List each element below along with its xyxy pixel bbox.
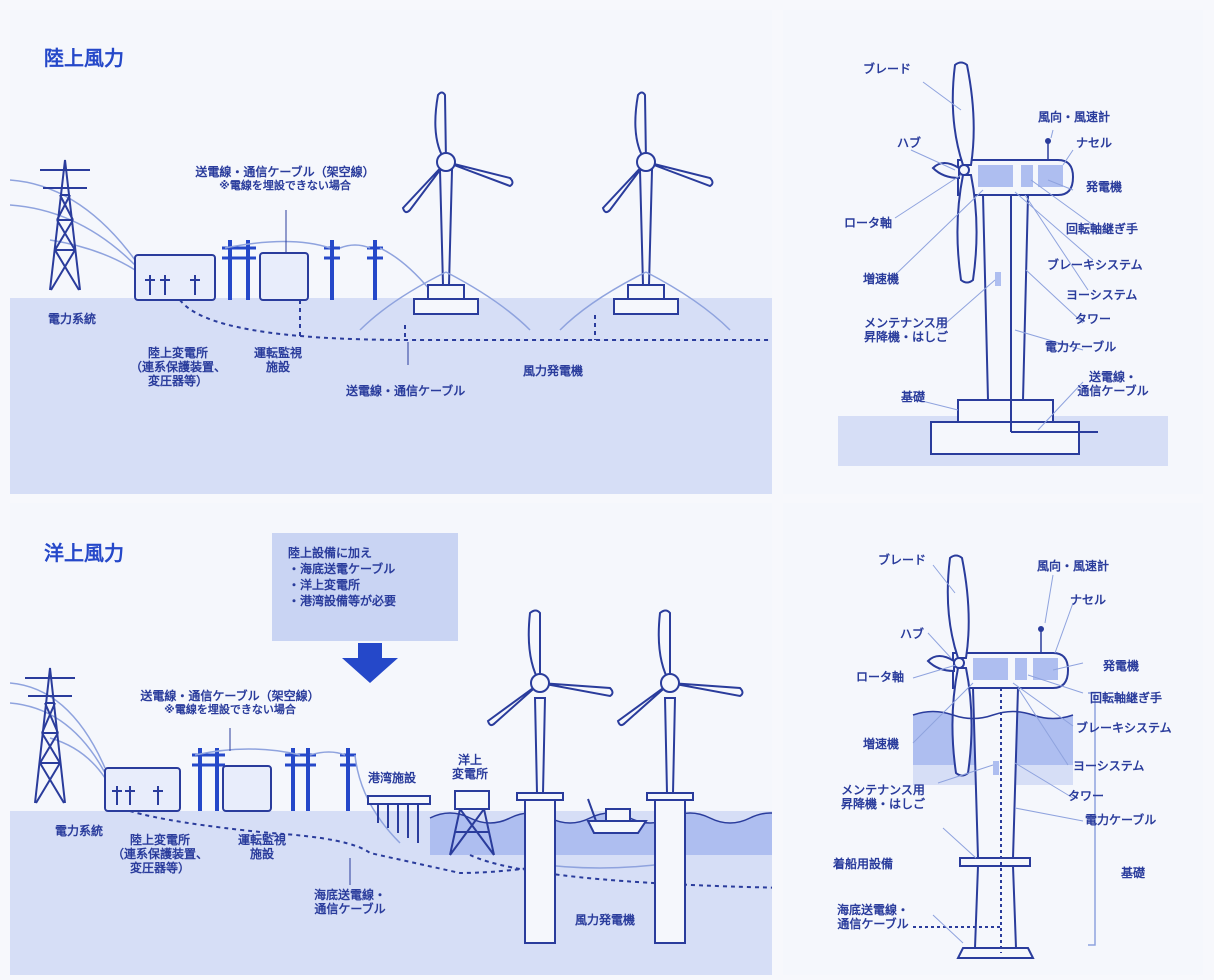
boat-landing-label: 着船用設備 xyxy=(833,857,894,871)
overhead-line-label: 送電線・通信ケーブル（架空線）※電線を埋設できない場合 xyxy=(195,165,375,192)
foundation-label: 基礎 xyxy=(1121,866,1146,880)
anemometer-label: 風向・風速計 xyxy=(1037,559,1110,573)
pylon-icon xyxy=(25,667,75,804)
generator-label: 発電機 xyxy=(1086,180,1123,194)
blade-label: ブレード xyxy=(863,62,912,76)
power-grid-label: 電力系統 xyxy=(55,824,104,838)
foundation-label: 基礎 xyxy=(901,390,926,404)
maintenance-label: メンテナンス用昇降機・はしご xyxy=(863,316,948,344)
sea-cable-label: 海底送電線・通信ケーブル xyxy=(836,903,909,931)
turbine-icon xyxy=(401,91,714,315)
substation-label: 陸上変電所（連系保護装置、変圧器等） xyxy=(111,833,208,875)
onshore-detail-panel: ブレード ハブ ロータ軸 増速機 メンテナンス用昇降機・はしご 基礎 風向・風速… xyxy=(783,10,1203,494)
tower-label: タワー xyxy=(1075,312,1112,326)
anemometer-label: 風向・風速計 xyxy=(1038,110,1111,124)
onshore-turbine-detail xyxy=(838,61,1168,466)
sea-cable-label: 海底送電線・通信ケーブル xyxy=(313,888,386,916)
turbine-label: 風力発電機 xyxy=(575,913,636,927)
onshore-panel: 陸上風力 電力系統 陸上変電所（連系保護装置、変圧器等） 運転監視施設 送電線・… xyxy=(10,10,772,494)
hub-label: ハブ xyxy=(900,627,925,641)
rotor-shaft-label: ロータ軸 xyxy=(844,216,893,230)
onshore-illustration xyxy=(10,91,772,494)
yaw-label: ヨーシステム xyxy=(1073,759,1145,773)
port-facility-label: 港湾施設 xyxy=(368,771,417,785)
offshore-illustration xyxy=(10,609,772,975)
monitoring-label: 運転監視施設 xyxy=(237,833,286,861)
substation-label: 陸上変電所（連系保護装置、変圧器等） xyxy=(129,346,226,388)
cable-label: 送電線・通信ケーブル xyxy=(346,384,466,398)
coupling-label: 回転軸継ぎ手 xyxy=(1066,222,1139,236)
offshore-title: 洋上風力 xyxy=(44,541,124,565)
transmission-label: 送電線・通信ケーブル xyxy=(1077,370,1149,398)
gearbox-label: 増速機 xyxy=(863,272,900,286)
power-grid-label: 電力系統 xyxy=(48,312,97,326)
rotor-shaft-label: ロータ軸 xyxy=(856,670,905,684)
nacelle-label: ナセル xyxy=(1076,136,1113,150)
requirements-note: 陸上設備に加え・海底送電ケーブル・洋上変電所・港湾設備等が必要 xyxy=(272,533,458,641)
gearbox-label: 増速機 xyxy=(863,737,900,751)
power-cable-label: 電力ケーブル xyxy=(1045,340,1117,354)
offshore-panel: 洋上風力 陸上設備に加え・海底送電ケーブル・洋上変電所・港湾設備等が必要 電力系… xyxy=(10,503,772,975)
offshore-turbine-detail xyxy=(912,554,1096,959)
turbine-label: 風力発電機 xyxy=(523,364,584,378)
power-cable-label: 電力ケーブル xyxy=(1085,813,1157,827)
coupling-label: 回転軸継ぎ手 xyxy=(1090,691,1163,705)
overhead-line-label: 送電線・通信ケーブル（架空線）※電線を埋設できない場合 xyxy=(140,689,320,716)
maintenance-label: メンテナンス用昇降機・はしご xyxy=(840,783,925,811)
hub-label: ハブ xyxy=(897,136,922,150)
boat-icon xyxy=(586,798,648,834)
brake-label: ブレーキシステム xyxy=(1076,721,1172,735)
tower-label: タワー xyxy=(1068,789,1105,803)
pylon-icon xyxy=(40,159,90,291)
monitoring-label: 運転監視施設 xyxy=(253,346,302,374)
offshore-detail-panel: ブレード ハブ ロータ軸 増速機 メンテナンス用昇降機・はしご 着船用設備 海底… xyxy=(783,503,1203,975)
onshore-title: 陸上風力 xyxy=(44,46,124,70)
turbine-icon xyxy=(486,609,744,944)
blade-label: ブレード xyxy=(878,553,927,567)
yaw-label: ヨーシステム xyxy=(1066,288,1138,302)
offshore-substation-label: 洋上変電所 xyxy=(451,753,488,781)
generator-label: 発電機 xyxy=(1103,659,1140,673)
nacelle-label: ナセル xyxy=(1070,593,1107,607)
brake-label: ブレーキシステム xyxy=(1047,258,1143,272)
